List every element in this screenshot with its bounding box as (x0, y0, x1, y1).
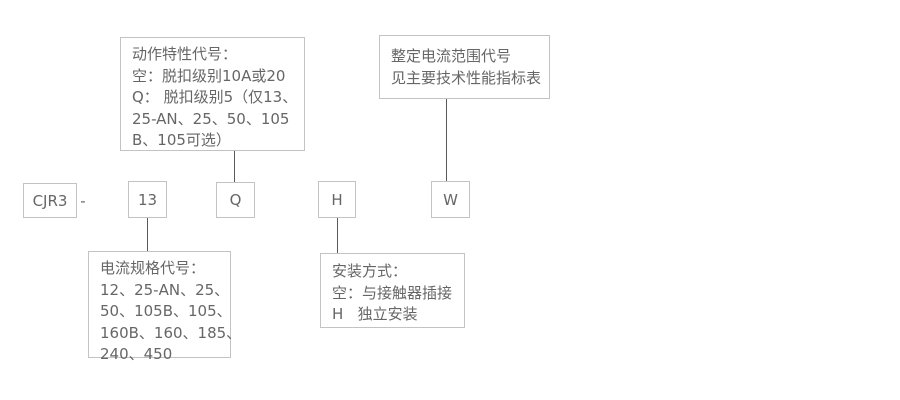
connector-range-to-w (446, 99, 447, 182)
connector-13-to-current (147, 218, 148, 251)
callout-current-line: 160B、160、185、 (100, 323, 242, 342)
callout-mount-line: 安装方式： (332, 262, 408, 280)
connector-h-to-mounting (337, 218, 338, 253)
code-segment-label: 13 (137, 190, 158, 209)
callout-mount-line: 空：与接触器插接 (332, 283, 453, 302)
callout-range-line: 见主要技术性能指标表 (391, 68, 542, 87)
code-segment-label: Q (229, 191, 242, 209)
callout-mounting-method: 安装方式： 空：与接触器插接 H 独立安装 (320, 253, 465, 328)
code-box-prefix: CJR3 (23, 183, 77, 218)
code-box-action-characteristic: Q (216, 182, 255, 218)
code-separator-label: - (80, 191, 86, 210)
callout-setting-current-range: 整定电流范围代号 见主要技术性能指标表 (379, 35, 550, 99)
callout-action-line: 25-AN、25、50、105 (132, 109, 290, 128)
code-box-current-spec: 13 (128, 181, 167, 218)
callout-current-line: 50、105B、105、 (100, 302, 232, 320)
callout-action-line: Q： 脱扣级别5（仅13、 (132, 88, 298, 106)
code-prefix-label: CJR3 (32, 191, 68, 210)
code-segment-label: W (443, 190, 458, 209)
callout-action-line: B、105可选） (132, 131, 231, 149)
callout-current-spec: 电流规格代号： 12、25-AN、25、 50、105B、105、 160B、1… (88, 251, 242, 363)
callout-current-line: 12、25-AN、25、 (100, 280, 230, 299)
callout-mount-line: H 独立安装 (332, 305, 418, 323)
code-box-mounting: H (318, 181, 356, 218)
code-segment-label: H (331, 190, 343, 209)
callout-action-characteristic: 动作特性代号： 空：脱扣级别10A或20 Q： 脱扣级别5（仅13、 25-AN… (120, 37, 305, 151)
code-box-setting-range: W (431, 181, 470, 218)
callout-range-line: 整定电流范围代号 (391, 47, 512, 65)
callout-current-line: 240、450 (100, 345, 173, 363)
code-separator-dash: - (78, 183, 88, 218)
connector-action-to-q (234, 151, 235, 182)
callout-action-line: 动作特性代号： (132, 45, 238, 63)
callout-action-line: 空：脱扣级别10A或20 (132, 66, 286, 85)
callout-current-line: 电流规格代号： (100, 259, 206, 277)
